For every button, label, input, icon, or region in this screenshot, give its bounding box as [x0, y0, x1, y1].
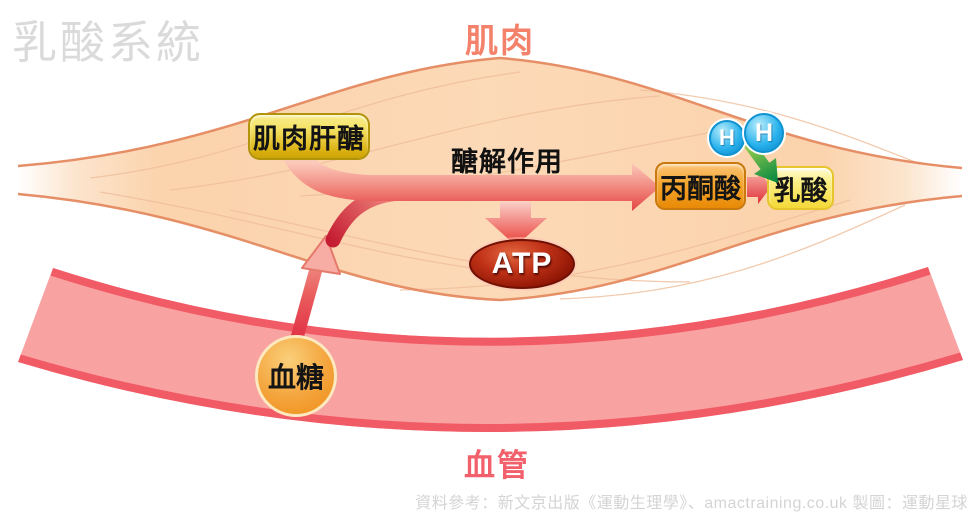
glycolysis-arrowhead	[632, 163, 660, 211]
credit-caption: 資料參考：新文京出版《運動生理學》、amactraining.co.uk 製圖：…	[415, 495, 968, 512]
pyruvate-badge-label: 丙酮酸	[660, 173, 741, 204]
hydrogen-ion-right: H	[744, 113, 784, 153]
glycogen-badge-label: 肌肉肝醣	[253, 124, 365, 154]
glycolysis-arrow-shaft	[281, 139, 647, 201]
lactate-badge-label: 乳酸	[773, 175, 828, 206]
muscle-outline-top	[17, 56, 963, 170]
glucose-arrowhead	[301, 235, 341, 275]
app-title: 乳酸系統	[12, 17, 205, 68]
pyruvate-to-lactate-arrow	[747, 170, 771, 204]
muscle-region-label: 肌肉	[465, 22, 535, 59]
pyruvate-badge: 丙酮酸	[655, 162, 746, 210]
muscle-outline-bottom	[17, 192, 963, 302]
lactate-badge: 乳酸	[767, 166, 834, 210]
atp-badge-label: ATP	[491, 247, 553, 280]
glucose-badge: 血糖	[255, 335, 337, 417]
glycolysis-arrow	[281, 139, 660, 211]
hydrogen-arrow	[743, 139, 778, 183]
glycogen-badge: 肌肉肝醣	[248, 113, 370, 160]
atp-badge: ATP	[469, 239, 575, 289]
hydrogen-ion-left: H	[709, 120, 745, 156]
hydrogen-ion-left-label: H	[719, 125, 735, 150]
atp-arrow	[485, 202, 547, 246]
glucose-badge-label: 血糖	[267, 362, 324, 393]
vessel-region-label: 血管	[464, 448, 530, 483]
hydrogen-ion-right-label: H	[754, 118, 774, 147]
glycolysis-label: 醣解作用	[451, 147, 563, 177]
